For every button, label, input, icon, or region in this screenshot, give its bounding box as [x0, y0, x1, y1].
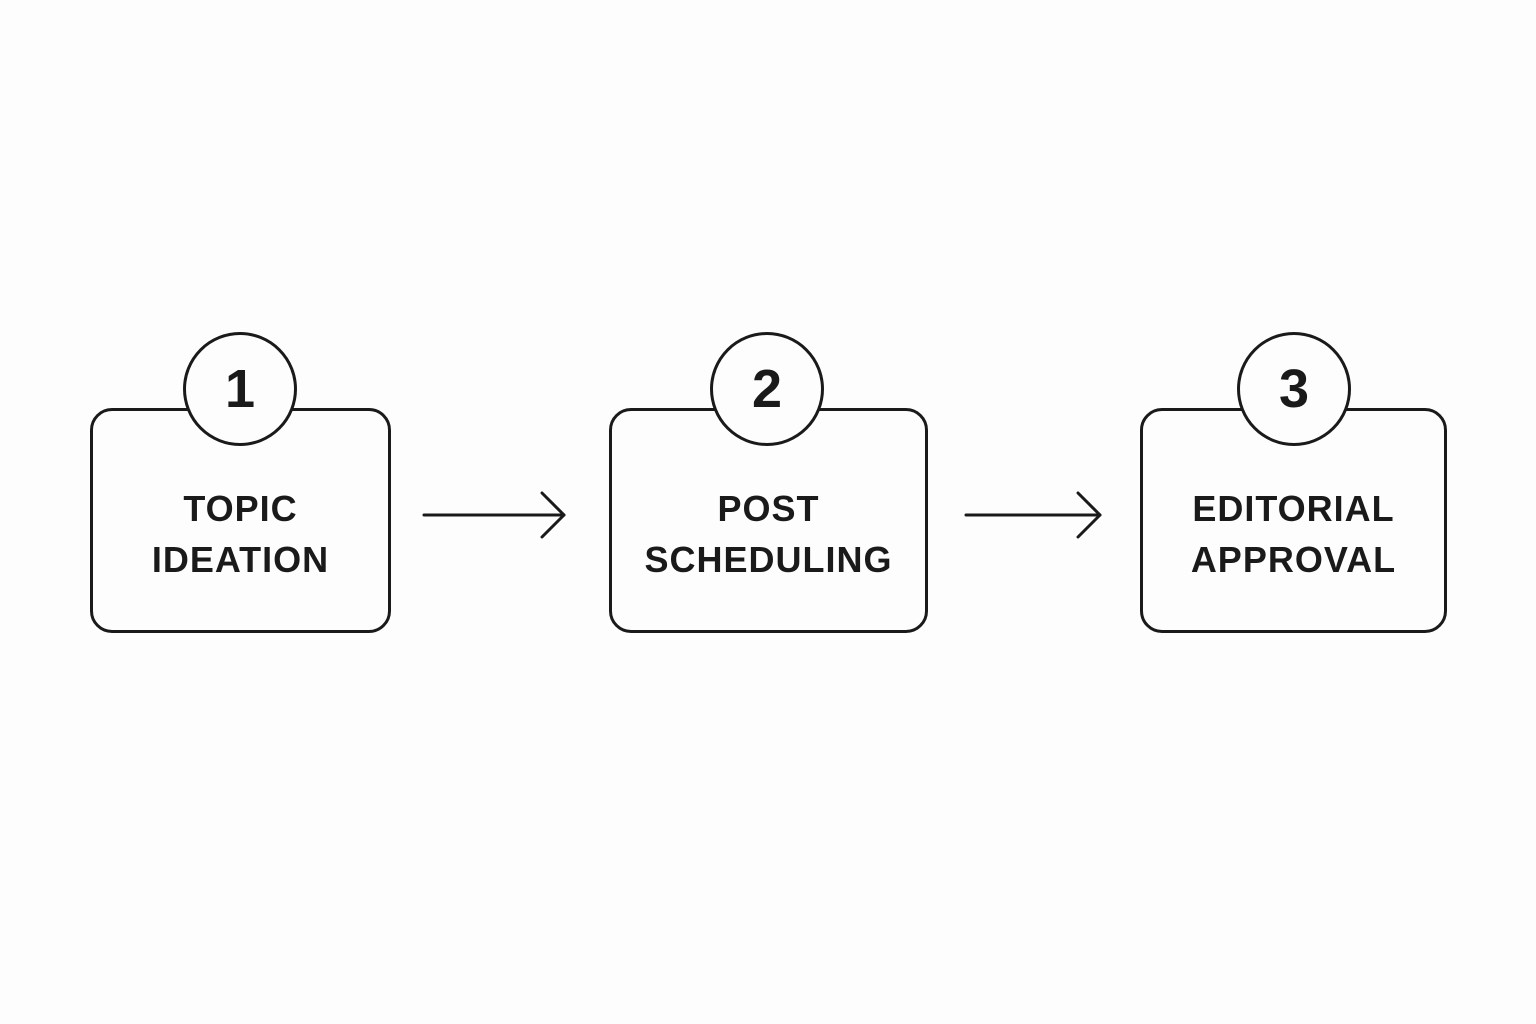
step-box-editorial-approval: EDITORIAL APPROVAL — [1140, 408, 1447, 633]
step-label: POST SCHEDULING — [644, 483, 892, 585]
step-label: TOPIC IDEATION — [152, 483, 329, 585]
step-number-badge: 3 — [1237, 332, 1351, 446]
step-label-line: TOPIC — [183, 488, 298, 529]
arrow-right-icon — [422, 491, 566, 539]
step-label-line: IDEATION — [151, 539, 330, 580]
step-label-line: APPROVAL — [1190, 539, 1397, 580]
arrow-right-icon — [964, 491, 1102, 539]
step-number-badge: 2 — [710, 332, 824, 446]
step-number-badge: 1 — [183, 332, 297, 446]
step-label-line: SCHEDULING — [644, 539, 893, 580]
step-label-line: EDITORIAL — [1192, 488, 1395, 529]
step-label: EDITORIAL APPROVAL — [1191, 483, 1396, 585]
step-label-line: POST — [717, 488, 820, 529]
